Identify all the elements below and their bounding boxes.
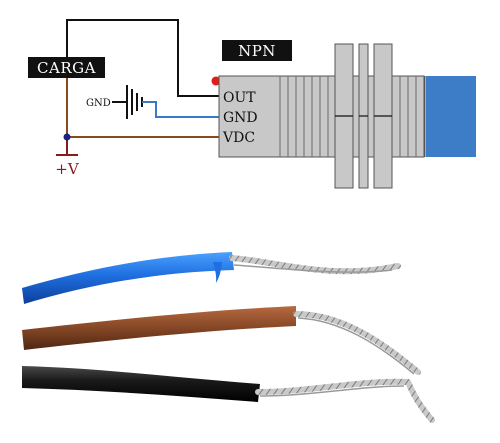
load-box	[28, 57, 105, 78]
sensor-type-box	[222, 40, 292, 61]
black-wire-strands	[255, 378, 435, 423]
mounting-nut	[334, 43, 354, 189]
terminal-vdc-label: VDC	[222, 130, 255, 146]
gnd-wire	[142, 101, 222, 118]
blue-wire	[22, 252, 234, 304]
led-indicator	[211, 76, 221, 86]
wires-photo	[22, 252, 435, 423]
sensor-type-label: NPN	[238, 42, 276, 60]
sensing-face	[426, 76, 476, 157]
blue-wire-drip	[213, 262, 222, 283]
schematic: CARGA +V GND NPN	[28, 19, 476, 189]
supply-label: +V	[55, 160, 80, 178]
out-wire	[66, 19, 222, 97]
terminal-out-label: OUT	[223, 90, 256, 106]
mounting-nut	[373, 43, 393, 189]
blue-wire-strands	[229, 255, 401, 275]
junction-dot	[63, 133, 71, 141]
ground-label: GND	[86, 98, 111, 109]
load-label: CARGA	[37, 59, 96, 77]
terminal-gnd-label: GND	[223, 110, 258, 126]
ground-symbol	[112, 85, 143, 119]
brown-wire-strands	[293, 311, 421, 375]
washer	[358, 43, 369, 189]
black-wire	[22, 366, 260, 402]
brown-wire	[22, 306, 296, 350]
